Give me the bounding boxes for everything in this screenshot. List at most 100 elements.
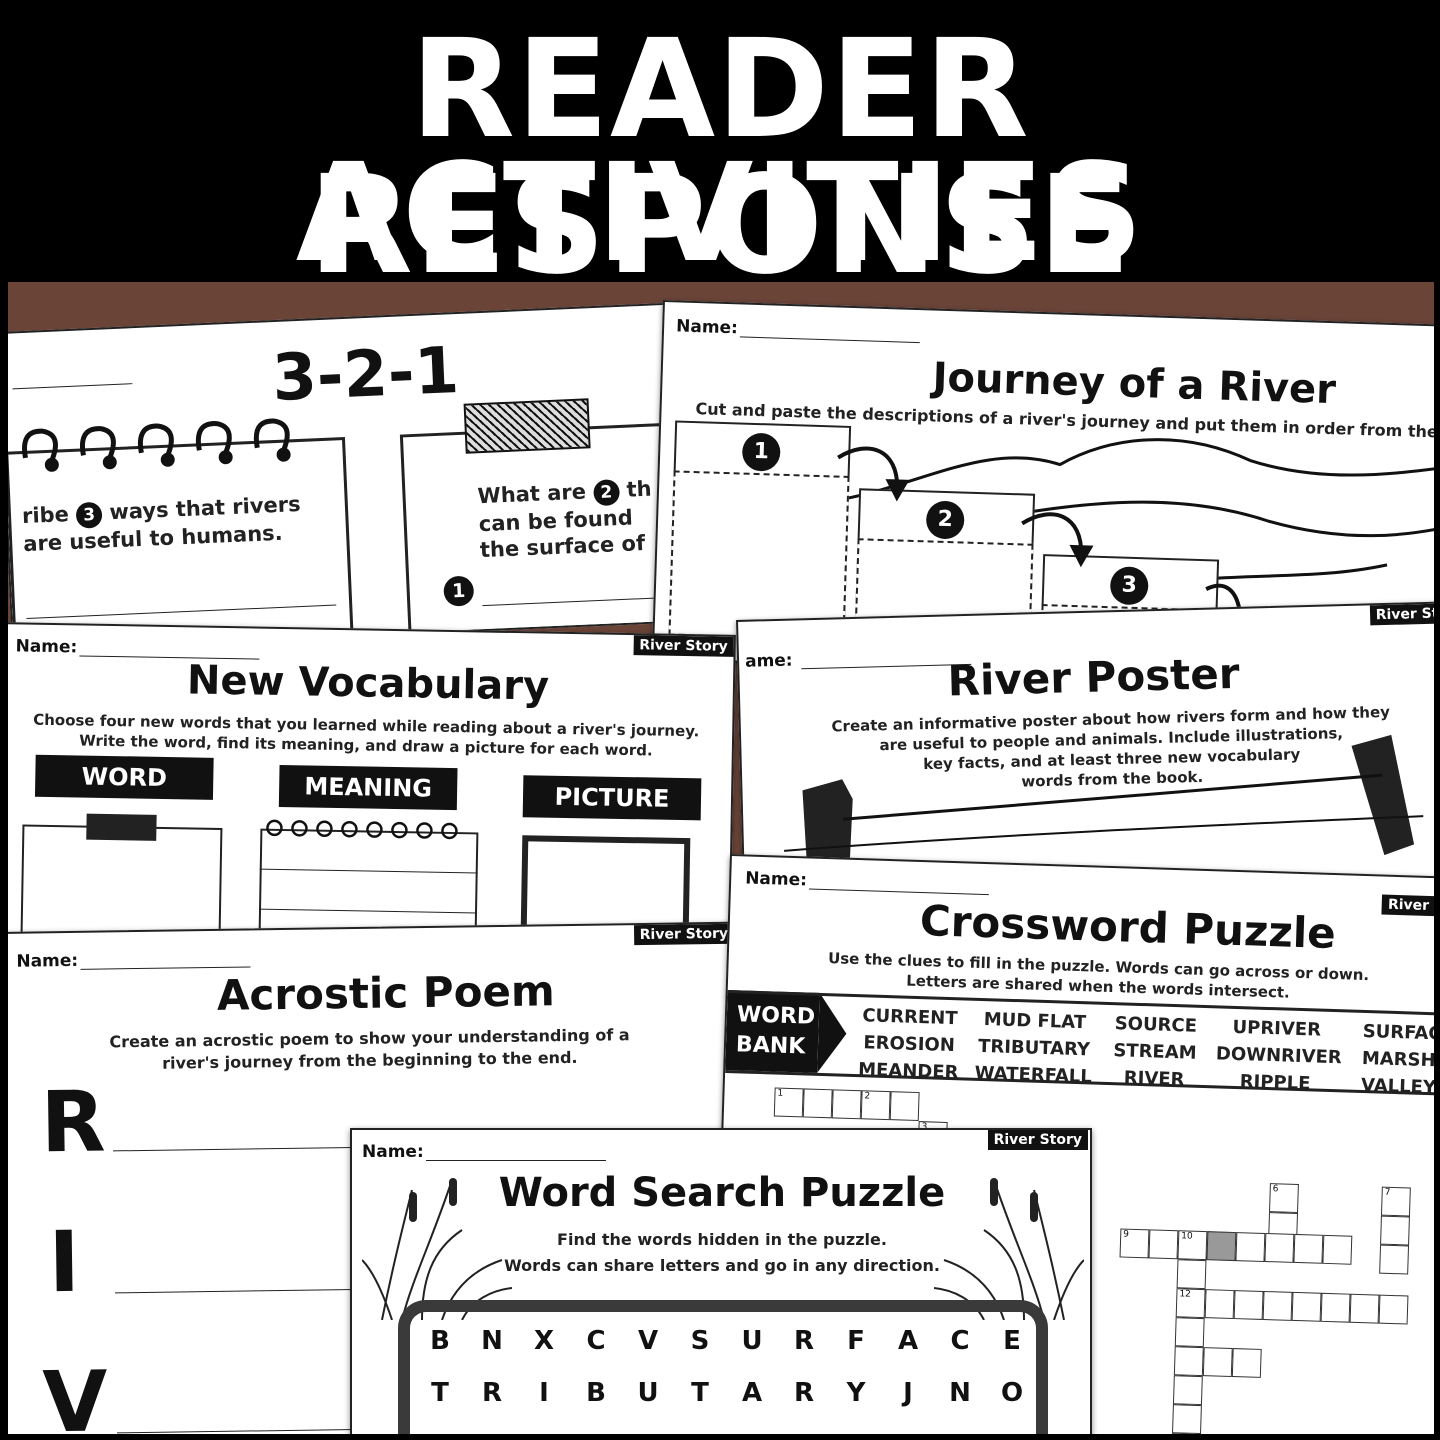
crossword-cell[interactable] <box>889 1091 920 1122</box>
crossword-cell[interactable]: 12 <box>1175 1288 1206 1319</box>
sheet-word-search-puzzle: Name: River Story Word Search Puzzle Fin… <box>350 1128 1092 1434</box>
crossword-cell[interactable] <box>1148 1229 1179 1260</box>
crossword-cell[interactable] <box>1379 1244 1410 1275</box>
banner-title-line-1: READER RESPONSE <box>308 11 1132 305</box>
tape-strip <box>463 398 591 454</box>
crossword-cell[interactable] <box>1262 1290 1293 1321</box>
clue-number: 2 <box>864 1091 871 1102</box>
grid-letter[interactable]: U <box>637 1378 659 1408</box>
column-header-picture: PICTURE <box>522 775 702 821</box>
crossword-cell[interactable] <box>1231 1348 1262 1378</box>
name-label: Name: <box>16 950 79 972</box>
grid-letter[interactable]: R <box>793 1326 815 1356</box>
river-story-tag: River Story <box>633 635 734 657</box>
acrostic-letter-i: I <box>47 1212 81 1312</box>
crossword-cell[interactable] <box>1349 1293 1380 1324</box>
acrostic-letter-r: R <box>39 1072 107 1172</box>
name-line <box>80 966 251 970</box>
grid-letter[interactable]: U <box>741 1326 763 1356</box>
grid-letter[interactable]: T <box>431 1378 449 1408</box>
crossword-cell[interactable]: 2 <box>860 1090 891 1121</box>
grid-letter[interactable]: B <box>430 1326 450 1356</box>
crossword-cell[interactable] <box>1174 1317 1205 1348</box>
clue-number: 9 <box>1123 1229 1130 1240</box>
sheet-3-2-1: 3-2-1 ribe 3 ways that rivers are useful… <box>8 302 692 652</box>
grid-letter[interactable]: J <box>903 1378 913 1408</box>
grid-letter[interactable]: N <box>949 1378 971 1408</box>
sheet-title: Acrostic Poem <box>216 966 556 1020</box>
name-label: Name: <box>362 1142 424 1162</box>
grid-letter[interactable]: F <box>847 1326 865 1356</box>
crossword-cell[interactable] <box>802 1088 833 1119</box>
crossword-cell[interactable]: 7 <box>1380 1186 1411 1217</box>
crossword-cell[interactable]: 10 <box>1177 1230 1208 1261</box>
crossword-cell[interactable]: 9 <box>1119 1228 1150 1259</box>
acrostic-letter-v: V <box>41 1352 109 1434</box>
name-label: Name: <box>675 316 739 339</box>
cattail-grass-icon <box>362 1178 512 1320</box>
name-line <box>426 1160 606 1161</box>
number-badge-2: 2 <box>592 479 620 507</box>
crossword-cell[interactable] <box>1202 1347 1233 1378</box>
river-story-tag: River Story <box>633 923 735 946</box>
grid-letter[interactable]: T <box>691 1378 709 1408</box>
grid-letter[interactable]: C <box>586 1326 606 1356</box>
tape-strip <box>86 813 157 841</box>
title-banner: READER RESPONSE ACTIVITIES <box>0 0 1440 294</box>
crossword-cell[interactable] <box>1173 1346 1204 1377</box>
grid-letter[interactable]: B <box>586 1378 606 1408</box>
grid-letter[interactable]: N <box>481 1326 503 1356</box>
column-header-meaning: MEANING <box>278 764 458 811</box>
instructions-line2: Words can share letters and go in any di… <box>504 1256 940 1275</box>
grid-letter[interactable]: A <box>741 1378 763 1408</box>
banner-title-line-2: ACTIVITIES <box>295 135 1145 293</box>
crossword-cell[interactable] <box>831 1089 862 1120</box>
number-badge-3: 3 <box>75 501 103 529</box>
sheet-title: Journey of a River <box>931 354 1337 414</box>
grid-letter[interactable]: E <box>1003 1326 1021 1356</box>
crossword-cell[interactable] <box>1172 1404 1202 1434</box>
grid-letter[interactable]: O <box>1000 1378 1024 1408</box>
grid-letter[interactable]: R <box>481 1378 503 1408</box>
sheet-journey-of-a-river: Name: Journey of a River Cut and paste t… <box>651 300 1434 685</box>
crossword-cell[interactable] <box>1378 1294 1409 1325</box>
crossword-cell[interactable]: 1 <box>773 1087 804 1118</box>
crossword-cell[interactable] <box>1206 1231 1237 1262</box>
grid-letter[interactable]: S <box>690 1326 710 1356</box>
prompt-2-start: What are <box>477 479 587 509</box>
crossword-cell[interactable]: 6 <box>1269 1183 1299 1214</box>
column-header-word: WORD <box>34 754 214 800</box>
sheet-title: River Poster <box>947 648 1241 706</box>
name-line <box>739 336 920 344</box>
grid-letter[interactable]: I <box>539 1378 549 1408</box>
grid-letter[interactable]: Y <box>846 1378 866 1408</box>
crossword-cell[interactable] <box>1171 1433 1202 1434</box>
river-story-tag: River Story <box>987 1130 1088 1150</box>
clue-number: 12 <box>1179 1289 1191 1300</box>
crossword-cell[interactable] <box>1172 1375 1203 1406</box>
grid-letter[interactable]: X <box>533 1326 555 1356</box>
crossword-cell[interactable] <box>1264 1233 1295 1263</box>
crossword-cell[interactable] <box>1293 1233 1324 1264</box>
crossword-cell[interactable] <box>1176 1259 1207 1290</box>
clue-number: 7 <box>1384 1187 1391 1198</box>
arrow-icon <box>837 446 1242 611</box>
crossword-cell[interactable] <box>1320 1292 1351 1323</box>
prompt-2-end: th <box>625 476 653 502</box>
word-search-grid: B N X C V S U R F A C E T R I B U T A R … <box>398 1300 1048 1434</box>
crossword-cell[interactable] <box>1291 1291 1322 1322</box>
crossword-cell[interactable] <box>1235 1232 1266 1262</box>
crossword-cell[interactable] <box>1233 1290 1264 1320</box>
grid-letter[interactable]: R <box>793 1378 815 1408</box>
grid-letter[interactable]: A <box>897 1326 919 1356</box>
clue-number: 10 <box>1181 1231 1193 1242</box>
sheet-title: 3-2-1 <box>270 333 461 417</box>
prompt-3-start: ribe <box>21 502 70 529</box>
crossword-cell[interactable] <box>1380 1215 1410 1246</box>
clue-number: 6 <box>1272 1184 1279 1195</box>
crossword-cell[interactable] <box>1204 1289 1235 1320</box>
grid-letter[interactable]: V <box>637 1326 659 1356</box>
sheet-new-vocabulary: Name: River Story New Vocabulary Choose … <box>8 622 736 955</box>
grid-letter[interactable]: C <box>950 1326 970 1356</box>
crossword-cell[interactable] <box>1322 1234 1353 1265</box>
